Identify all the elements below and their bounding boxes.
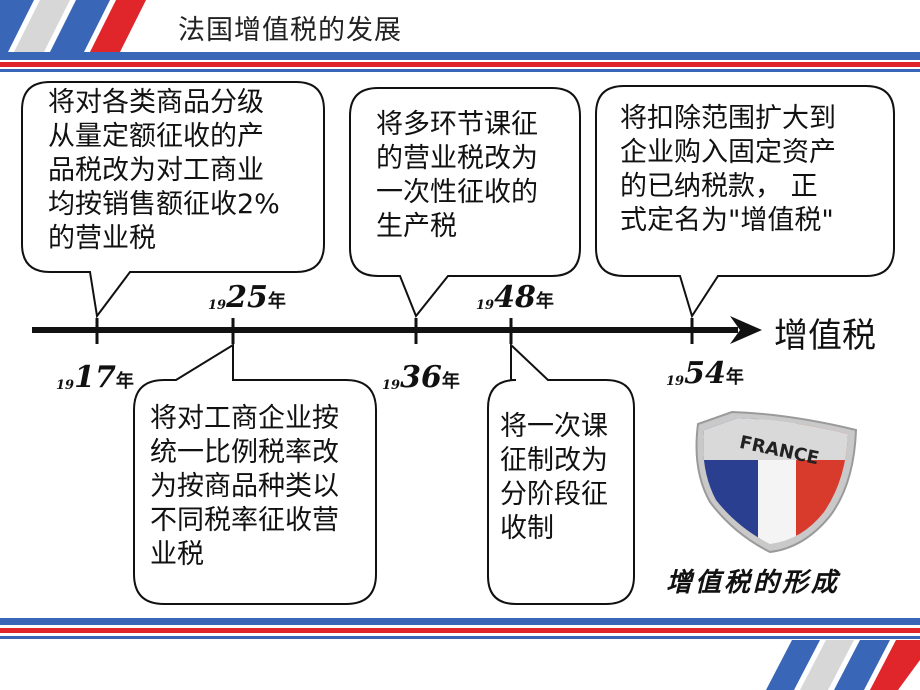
callout-1925-shape [133, 343, 377, 605]
year-1936-label: 1936年 [382, 360, 460, 395]
france-badge [695, 410, 858, 554]
event-1936-text: 将多环节课征 的营业税改为 一次性征收的 生产税 [376, 109, 538, 242]
timeline-axis [32, 316, 762, 344]
header-rule-red [0, 62, 920, 67]
callout-1917-shape [21, 81, 325, 319]
header-rule-blue-thin [0, 69, 920, 72]
event-1948-text: 将一次课 征制改为 分阶段征 收制 [500, 411, 608, 544]
event-1917-text: 将对各类商品分级 从量定额征收的产 品税改为对工商业 均按销售额征收2% 的营业… [48, 87, 280, 254]
callout-1948-shape [487, 342, 635, 605]
timeline-end-label: 增值税 [774, 316, 876, 356]
event-1954-text: 将扣除范围扩大到 企业购入固定资产 的已纳税款， 正 式定名为"增值税" [620, 103, 836, 236]
formation-caption: 增值税的形成 [666, 568, 841, 598]
footer-rule-blue [0, 618, 920, 625]
page-title: 法国增值税的发展 [178, 15, 402, 46]
top-stripes [0, 0, 146, 52]
year-1917-label: 1917年 [56, 360, 134, 395]
header-rule-blue [0, 52, 920, 60]
footer-rule-red [0, 628, 920, 633]
callout-1954-shape [595, 85, 895, 319]
event-1925-text: 将对工商企业按 统一比例税率改 为按商品种类以 不同税率征收营 业税 [150, 403, 339, 570]
bottom-stripes [766, 640, 920, 690]
callout-1936-shape [349, 87, 581, 318]
footer-rule-blue-thin [0, 636, 920, 639]
year-1948-label: 1948年 [476, 280, 554, 315]
year-1954-label: 1954年 [666, 356, 744, 391]
year-1925-label: 1925年 [208, 280, 286, 315]
